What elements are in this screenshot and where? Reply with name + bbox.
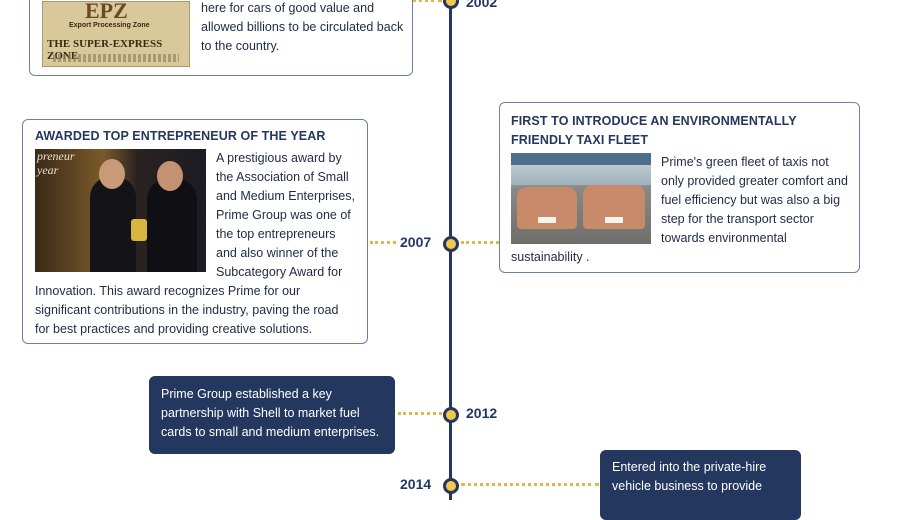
shell-card: Prime Group established a key partnershi…	[149, 376, 395, 454]
private-hire-card: Entered into the private-hire vehicle bu…	[600, 450, 801, 520]
taxi-card-title: FIRST TO INTRODUCE AN ENVIRONMENTALLY FR…	[511, 114, 797, 147]
year-label-2012: 2012	[466, 405, 498, 421]
epz-photo: EPZ Export Processing Zone THE SUPER-EXP…	[42, 1, 190, 67]
taxi-photo-roof	[511, 153, 651, 165]
year-label-2002: 2002	[466, 0, 498, 10]
award-person-right	[147, 179, 197, 272]
private-hire-card-text: Entered into the private-hire vehicle bu…	[612, 460, 767, 493]
taxi-plate-right	[605, 217, 623, 223]
award-photo: preneur year	[35, 149, 206, 272]
shell-card-text: Prime Group established a key partnershi…	[161, 387, 380, 439]
taxi-card-text: Prime's green fleet of taxis not only pr…	[511, 155, 848, 264]
epz-photo-big-text: EPZ	[85, 1, 128, 23]
taxi-photo	[511, 153, 651, 244]
timeline-node-2007	[443, 236, 459, 252]
award-person-left	[90, 177, 136, 272]
taxi-card: FIRST TO INTRODUCE AN ENVIRONMENTALLY FR…	[499, 102, 860, 273]
connector-2007-left	[370, 241, 396, 244]
award-card-title: AWARDED TOP ENTREPRENEUR OF THE YEAR	[35, 129, 326, 143]
award-person-right-head	[157, 161, 183, 191]
connector-2002	[412, 0, 442, 2]
award-trophy	[131, 219, 147, 241]
award-photo-caption: preneur year	[37, 149, 75, 177]
epz-photo-fineprint	[53, 54, 179, 62]
epz-card-text: people from all over the world to shop h…	[201, 1, 404, 53]
timeline-node-2002	[443, 0, 459, 9]
award-person-left-head	[99, 159, 125, 189]
timeline-node-2012	[443, 407, 459, 423]
year-label-2014: 2014	[400, 476, 432, 492]
award-card-text: A prestigious award by the Association o…	[35, 151, 355, 336]
epz-card: EPZ Export Processing Zone THE SUPER-EXP…	[29, 0, 413, 76]
connector-2014	[461, 483, 599, 486]
year-label-2007: 2007	[400, 234, 432, 250]
connector-2012	[398, 412, 442, 415]
timeline-node-2014	[443, 478, 459, 494]
epz-photo-sub-text: Export Processing Zone	[69, 22, 150, 29]
taxi-plate-left	[538, 217, 556, 223]
connector-2007-right	[461, 241, 499, 244]
award-card: AWARDED TOP ENTREPRENEUR OF THE YEAR pre…	[22, 119, 368, 344]
